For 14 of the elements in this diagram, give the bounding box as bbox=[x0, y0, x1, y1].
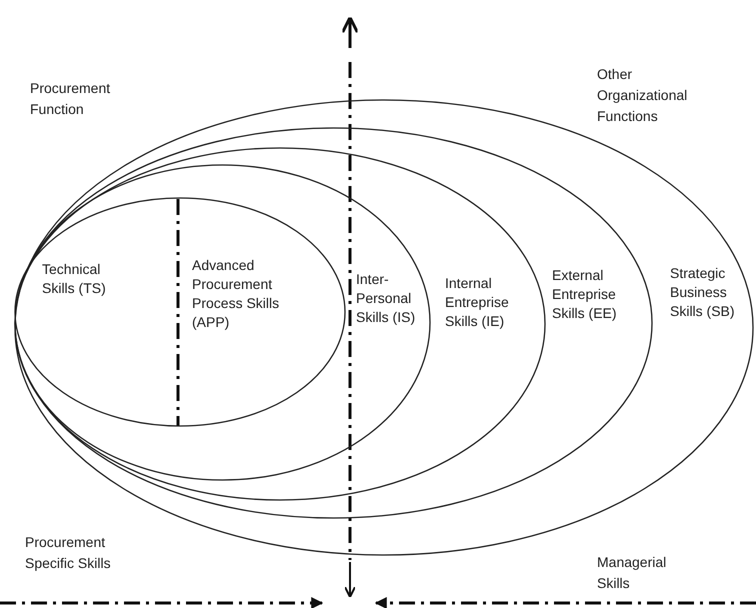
area-label: Managerial Skills bbox=[597, 553, 668, 593]
area-label: Other Organizational Functions bbox=[597, 65, 688, 126]
area-label: Procurement Specific Skills bbox=[25, 533, 112, 573]
skill-label: External Entreprise Skills (EE) bbox=[552, 266, 618, 323]
skill-label: Internal Entreprise Skills (IE) bbox=[445, 274, 510, 331]
ellipse-region bbox=[15, 148, 545, 500]
skill-label: Inter-Personal Skills (IS) bbox=[356, 270, 416, 327]
skill-label: Strategic Business Skills (SB) bbox=[670, 264, 736, 321]
ellipse-region bbox=[15, 198, 345, 426]
skill-label: Advanced Procurement Process Skills (APP) bbox=[192, 256, 280, 332]
ellipse-region bbox=[15, 128, 652, 518]
ellipse-region bbox=[15, 165, 430, 480]
skill-label: Technical Skills (TS) bbox=[42, 260, 107, 298]
area-label: Procurement Function bbox=[30, 79, 112, 119]
